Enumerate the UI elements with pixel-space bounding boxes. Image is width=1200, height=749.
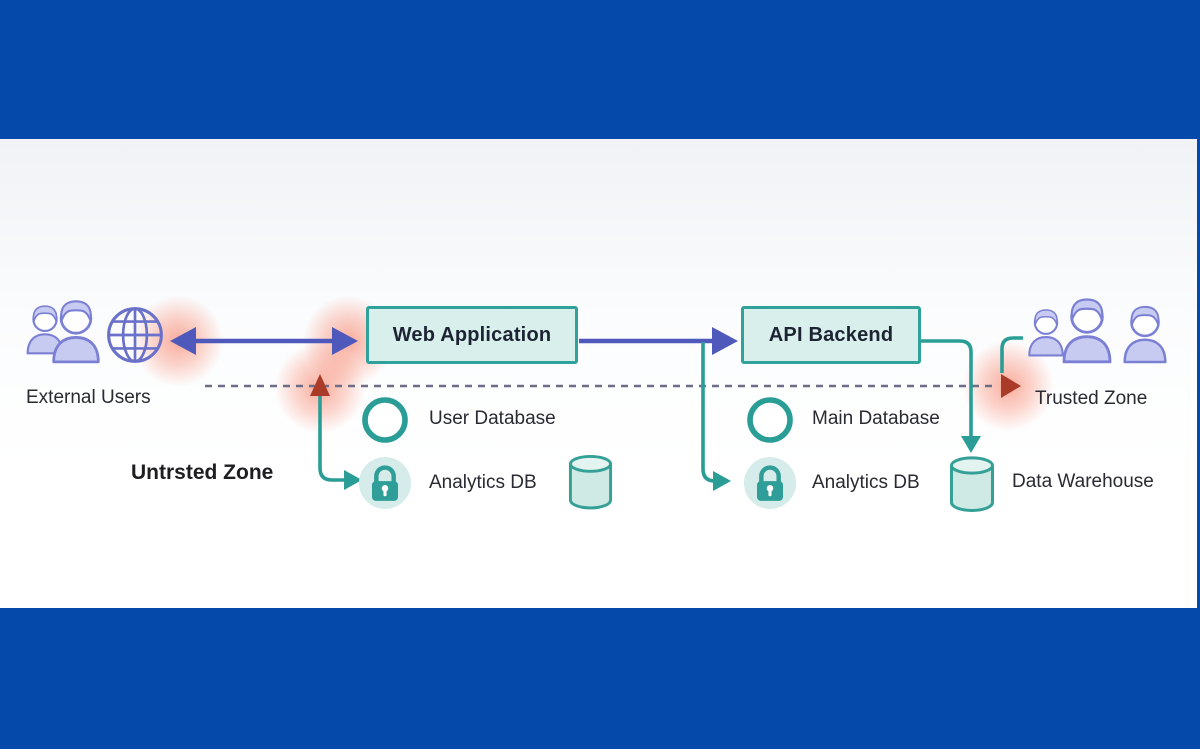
web-application-box: Web Application (366, 306, 578, 364)
main-database-icon (747, 397, 793, 443)
data-warehouse-cylinder-icon (950, 456, 994, 512)
api-backend-box: API Backend (741, 306, 921, 364)
analytics-db-right-label: Analytics DB (812, 472, 920, 493)
data-warehouse-label: Data Warehouse (1012, 471, 1154, 492)
api-backend-label: API Backend (768, 323, 894, 346)
globe-icon (107, 307, 163, 363)
external-users-label: External Users (26, 387, 151, 408)
analytics-db-left-label: Analytics DB (429, 472, 537, 493)
external-users-icon (26, 299, 100, 364)
trusted-zone-users-icon (1028, 298, 1167, 364)
main-database-label: Main Database (812, 408, 940, 429)
analytics-db-left-cylinder-icon (568, 454, 613, 510)
trusted-zone-label: Trusted Zone (1035, 388, 1148, 409)
analytics-db-left-lock-icon (358, 456, 412, 510)
user-database-label: User Database (429, 408, 556, 429)
web-application-label: Web Application (392, 323, 552, 346)
untrusted-zone-label: Untrsted Zone (131, 461, 274, 484)
user-database-icon (362, 397, 408, 443)
slide-panel (0, 139, 1197, 608)
analytics-db-right-lock-icon (743, 456, 797, 510)
